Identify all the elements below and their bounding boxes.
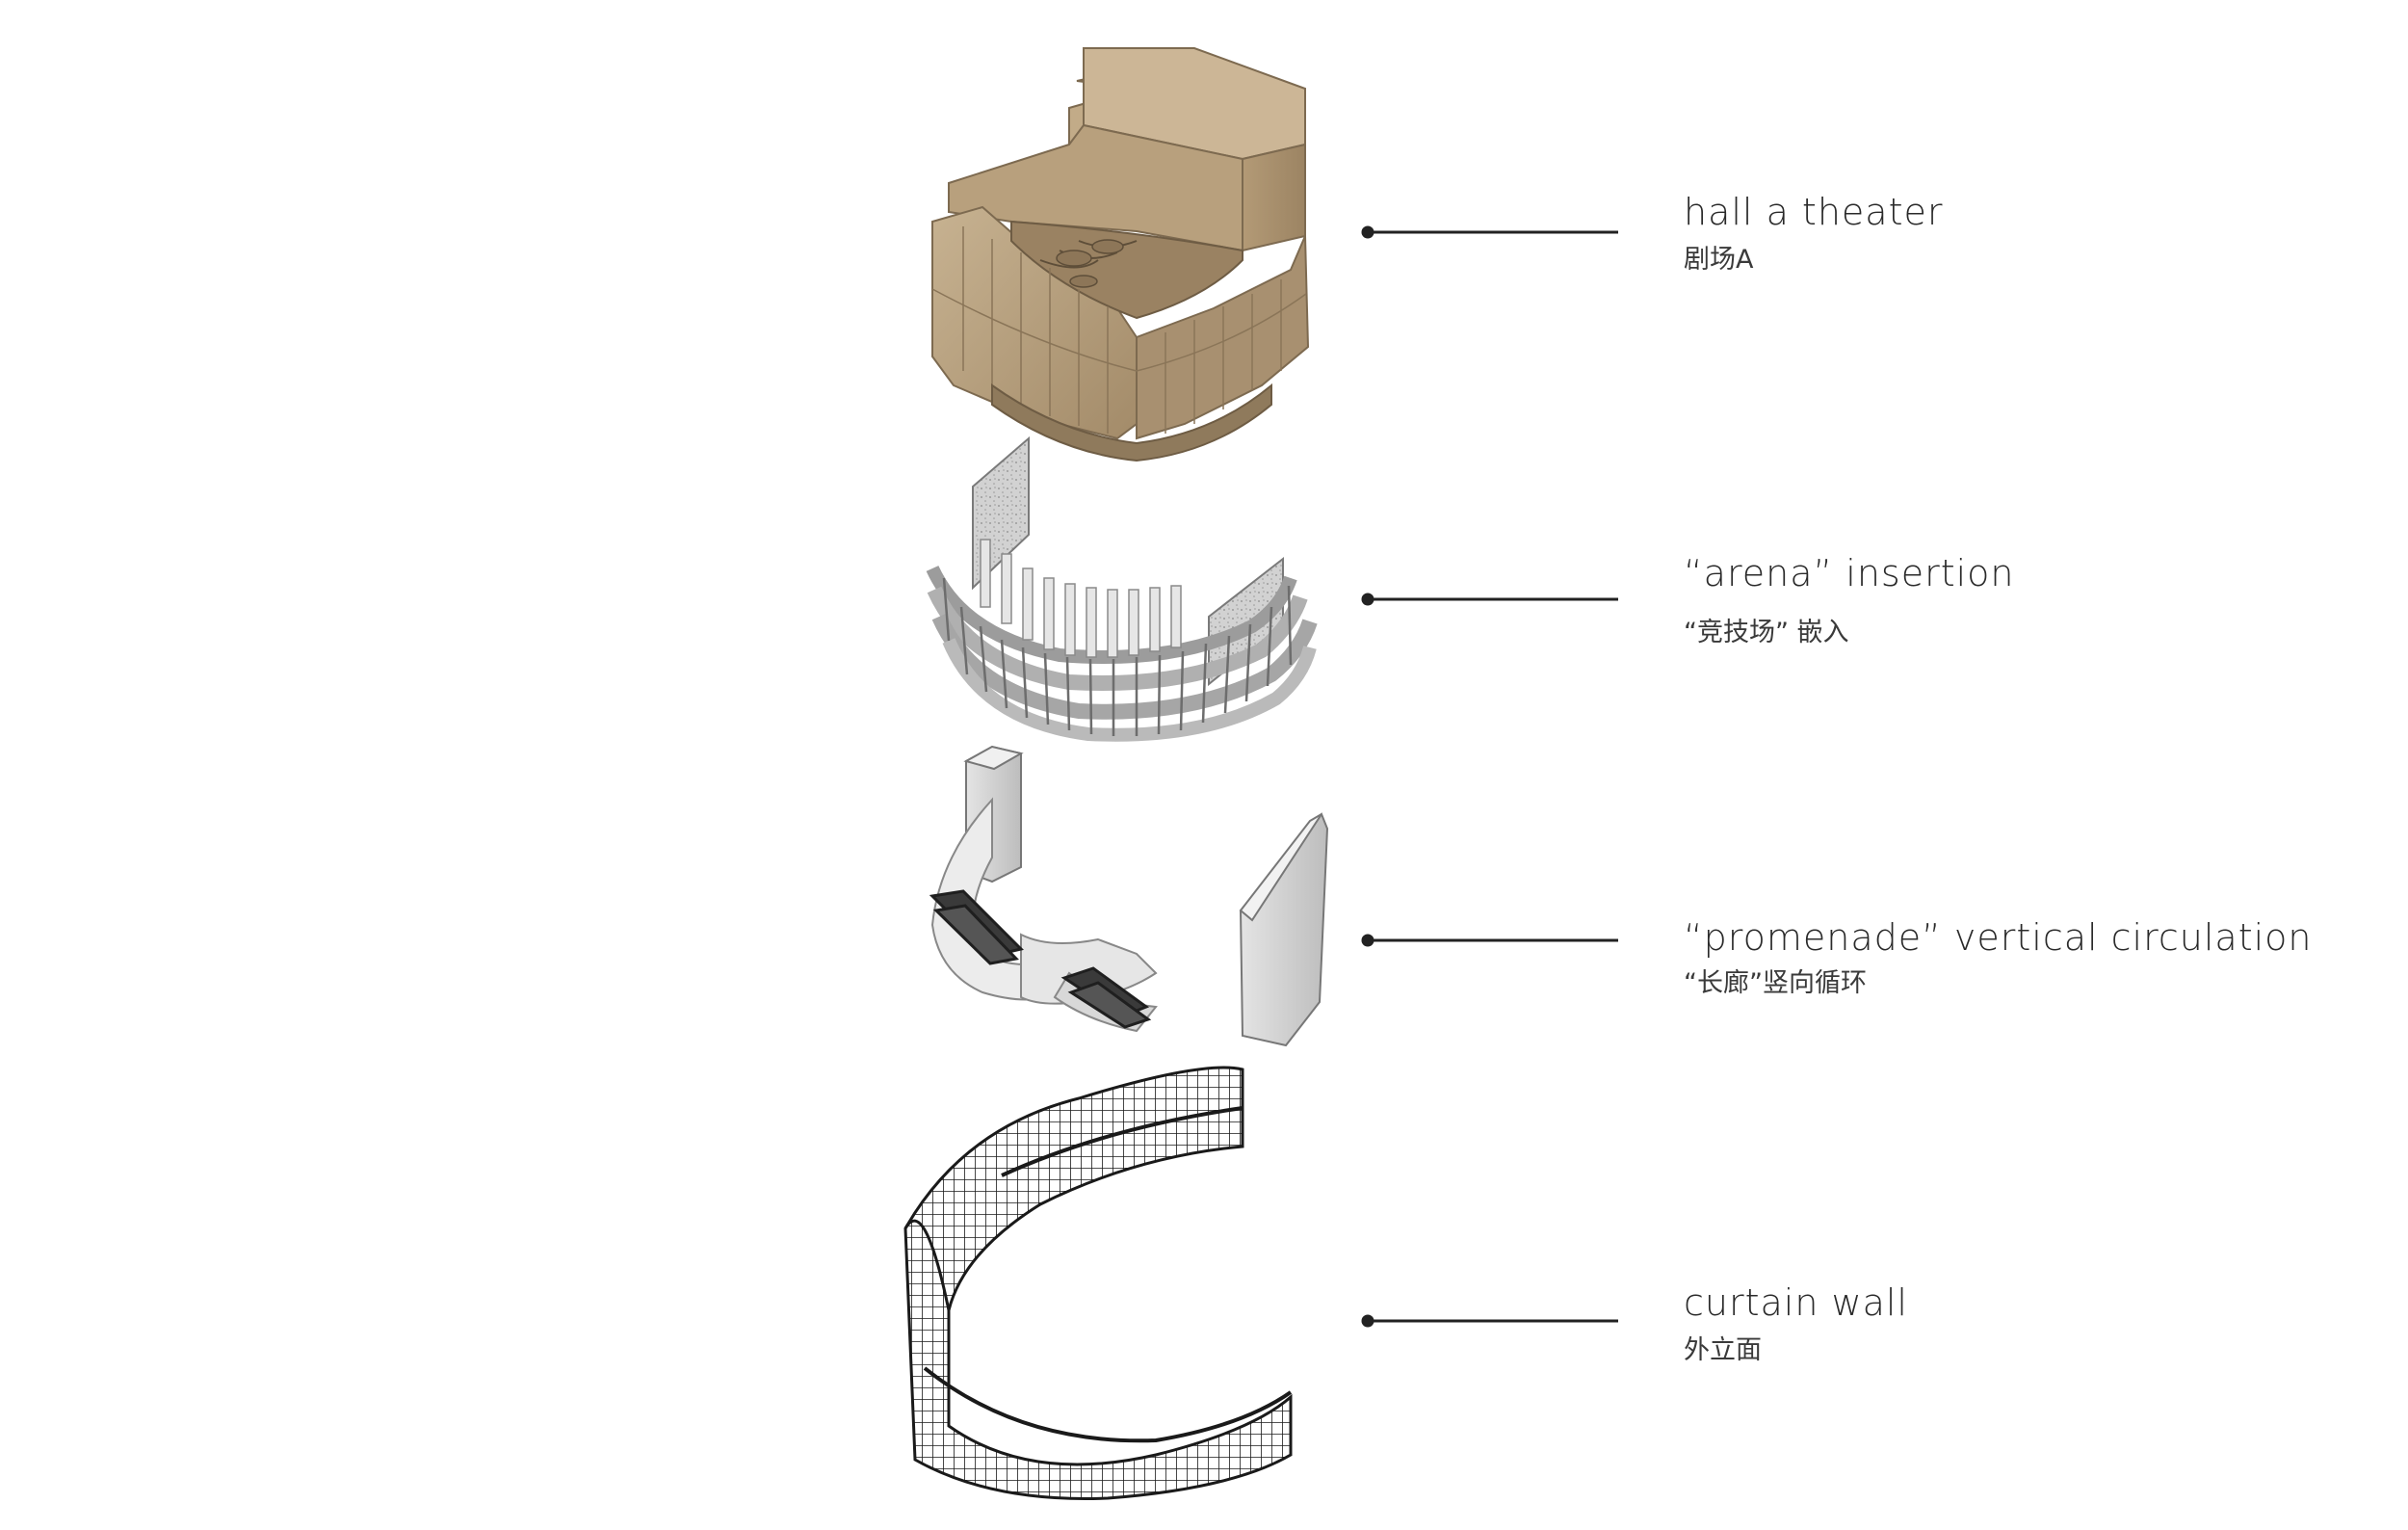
label-zh-curtain: 外立面 (1684, 1334, 1762, 1365)
promenade-circulation-model (929, 745, 1329, 1047)
label-hall-theater: hall a theater 剧场A (1684, 191, 1943, 276)
label-zh-hall: 剧场A (1684, 244, 1754, 275)
curtain-wall-model (903, 1066, 1293, 1500)
label-arena-insertion: “arena” insertion “竞技场” 嵌入 (1684, 552, 2015, 648)
leader-lines (1361, 225, 1618, 1328)
label-en-arena: “arena” insertion (1684, 552, 2015, 594)
label-en-promenade: “promenade” vertical circulation (1684, 916, 2313, 959)
hall-theater-model (931, 47, 1310, 462)
leader-dot-hall (1361, 225, 1374, 239)
label-curtain-wall: curtain wall 外立面 (1684, 1281, 1908, 1366)
label-zh-promenade: “长廊”竖向循环 (1684, 967, 1867, 998)
leader-dot-promenade (1361, 934, 1374, 947)
label-en-hall: hall a theater (1684, 191, 1944, 233)
leader-dot-arena (1361, 593, 1374, 606)
label-en-curtain: curtain wall (1684, 1281, 1908, 1324)
leader-dot-curtain (1361, 1314, 1374, 1328)
label-zh-arena: “竞技场” 嵌入 (1684, 617, 1849, 647)
label-promenade-circulation: “promenade” vertical circulation “长廊”竖向循… (1684, 916, 2313, 999)
arena-insertion-model (926, 435, 1318, 742)
